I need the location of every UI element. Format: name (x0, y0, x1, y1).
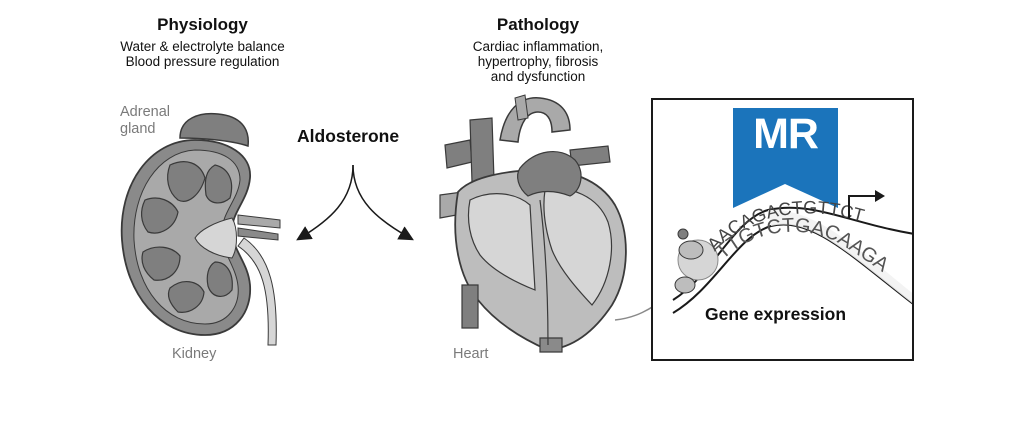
physiology-line-1: Water & electrolyte balance (120, 39, 285, 54)
adrenal-label-line-1: Adrenal (120, 104, 170, 120)
pathology-line-1: Cardiac inflammation, (472, 39, 604, 54)
adrenal-gland-label: Adrenal gland (120, 104, 190, 138)
pathology-description: Cardiac inflammation, hypertrophy, fibro… (438, 39, 638, 84)
arrow-to-heart (352, 164, 414, 241)
arrow-to-kidney (296, 164, 354, 241)
mr-badge-shape (733, 108, 838, 208)
physiology-description: Water & electrolyte balance Blood pressu… (90, 39, 315, 69)
receptor-panel: AACAGACTGTTCT TTGTCTGACAAGA MR (651, 98, 914, 361)
mr-badge: MR (753, 110, 819, 158)
aldosterone-label: Aldosterone (297, 126, 400, 146)
pathology-line-2: hypertrophy, fibrosis (477, 54, 599, 69)
receptor-icon (674, 228, 719, 294)
dna-helix-icon: AACAGACTGTTCT TTGTCTGACAAGA (672, 108, 912, 314)
kidney-label: Kidney (172, 346, 217, 362)
physiology-line-2: Blood pressure regulation (125, 54, 280, 69)
adrenal-gland-icon (179, 112, 249, 148)
transcription-arrow-icon (848, 195, 875, 218)
physiology-title: Physiology (157, 15, 248, 34)
heart-label: Heart (453, 346, 489, 362)
gene-expression-label: Gene expression (705, 304, 847, 324)
pathology-title: Pathology (496, 15, 580, 34)
pathology-line-3: and dysfunction (490, 69, 586, 84)
adrenal-label-line-2: gland (120, 121, 156, 137)
